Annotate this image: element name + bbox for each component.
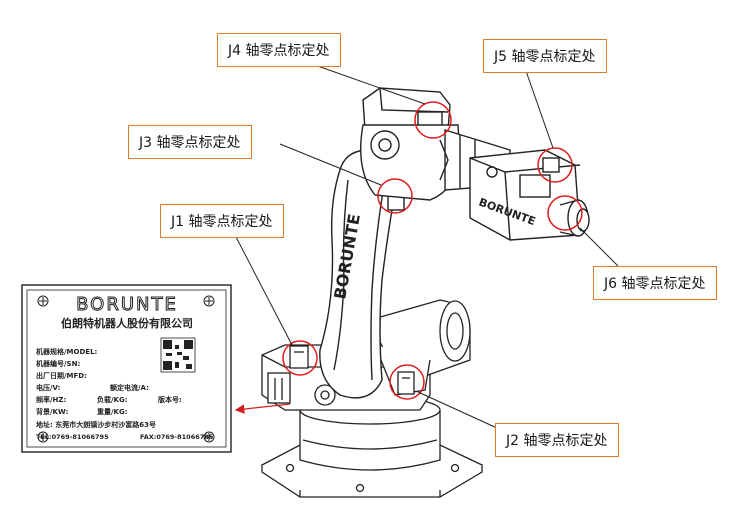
- zero-point-markers: [282, 101, 583, 400]
- j3-leader: [279, 143, 382, 186]
- plate-tel: TEL:0769-81066795: [36, 433, 109, 441]
- plate-voltage: 电压/V:: [36, 383, 61, 392]
- plate-current: 额定电流/A:: [109, 383, 149, 392]
- plate-power: 背景/KW:: [36, 407, 68, 416]
- plate-version: 版本号:: [158, 395, 182, 404]
- wrist-head: BORUNTE: [469, 149, 590, 241]
- j1-marker: [282, 340, 318, 376]
- j5-callout: J5 轴零点标定处: [483, 39, 607, 73]
- plate-weight: 重量/KG:: [97, 407, 128, 416]
- j1-leader: [234, 234, 293, 346]
- plate-serial: 机器编号/SN:: [36, 359, 80, 368]
- nameplate: BORUNTE 伯朗特机器人股份有限公司 机器规格/MODEL: 机器编号/SN…: [21, 284, 232, 453]
- plate-freq: 频率/HZ:: [36, 395, 66, 404]
- plate-model: 机器规格/MODEL:: [36, 347, 98, 356]
- j5-marker: [537, 147, 573, 183]
- leader-lines: [234, 63, 619, 429]
- j3-marker: [377, 178, 413, 214]
- j2-callout: J2 轴零点标定处: [495, 423, 619, 457]
- plate-date: 出厂日期/MFD:: [36, 371, 87, 380]
- j3-callout: J3 轴零点标定处: [128, 125, 252, 159]
- plate-fax: FAX:0769-81066785: [140, 433, 214, 441]
- j6-callout: J6 轴零点标定处: [593, 266, 717, 300]
- nameplate-arrow: [234, 403, 291, 414]
- j2-leader: [417, 391, 498, 429]
- qr-code-icon: [160, 337, 196, 373]
- nameplate-company: 伯朗特机器人股份有限公司: [61, 316, 193, 330]
- plate-address: 地址: 东莞市大朗镇沙步村沙富路63号: [36, 420, 156, 429]
- j5-leader: [525, 70, 554, 149]
- nameplate-brand: BORUNTE: [76, 294, 178, 315]
- j6-leader: [579, 227, 619, 267]
- j2-motor: [369, 299, 471, 396]
- j1-callout: J1 轴零点标定处: [160, 204, 284, 238]
- plate-load: 负载/KG:: [97, 395, 128, 404]
- j6-marker: [547, 195, 583, 231]
- j4-marker: [414, 101, 452, 139]
- j4-leader: [311, 63, 426, 105]
- j4-callout: J4 轴零点标定处: [217, 33, 341, 67]
- j2-marker: [389, 364, 425, 400]
